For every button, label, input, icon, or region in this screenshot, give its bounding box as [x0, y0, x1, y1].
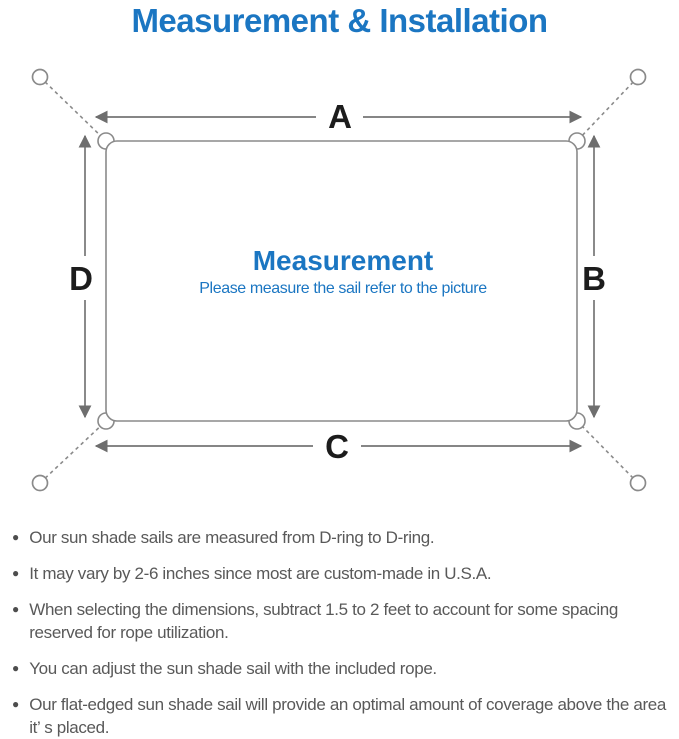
- list-item: ● When selecting the dimensions, subtrac…: [12, 598, 675, 644]
- list-item: ● It may vary by 2-6 inches since most a…: [12, 562, 675, 585]
- shade-sail-rectangle: [105, 140, 578, 422]
- dimension-label-a: A: [328, 98, 352, 135]
- note-text: When selecting the dimensions, subtract …: [29, 600, 618, 642]
- diagram-subheading: Please measure the sail refer to the pic…: [199, 280, 487, 297]
- anchor-ring-bottom-right-icon: [629, 474, 647, 492]
- list-item: ● Our flat-edged sun shade sail will pro…: [12, 693, 675, 739]
- dashed-rope-top-left: [39, 76, 107, 142]
- measurement-diagram: A B C D Measurement Please measure the s…: [31, 68, 647, 492]
- diagram-heading: Measurement: [253, 245, 434, 276]
- bullet-icon: ●: [12, 530, 20, 544]
- anchor-ring-top-right-icon: [629, 68, 647, 86]
- bullet-icon: ●: [12, 661, 20, 675]
- dimension-label-b: B: [582, 260, 606, 297]
- dashed-rope-top-right: [576, 76, 639, 142]
- dashed-rope-bottom-right: [576, 420, 639, 484]
- note-text: You can adjust the sun shade sail with t…: [29, 659, 437, 678]
- bullet-icon: ●: [12, 602, 20, 616]
- notes-list: ● Our sun shade sails are measured from …: [12, 526, 675, 739]
- bullet-icon: ●: [12, 697, 20, 711]
- note-text: Our sun shade sails are measured from D-…: [29, 528, 435, 547]
- page-title: Measurement & Installation: [131, 2, 548, 39]
- list-item: ● Our sun shade sails are measured from …: [12, 526, 675, 549]
- list-item: ● You can adjust the sun shade sail with…: [12, 657, 675, 680]
- dimension-label-c: C: [325, 428, 349, 465]
- anchor-ring-top-left-icon: [31, 68, 49, 86]
- note-text: Our flat-edged sun shade sail will provi…: [29, 695, 666, 737]
- dimension-label-d: D: [69, 260, 93, 297]
- dashed-rope-bottom-left: [39, 420, 107, 484]
- anchor-ring-bottom-left-icon: [31, 474, 49, 492]
- note-text: It may vary by 2-6 inches since most are…: [29, 564, 492, 583]
- bullet-icon: ●: [12, 566, 20, 580]
